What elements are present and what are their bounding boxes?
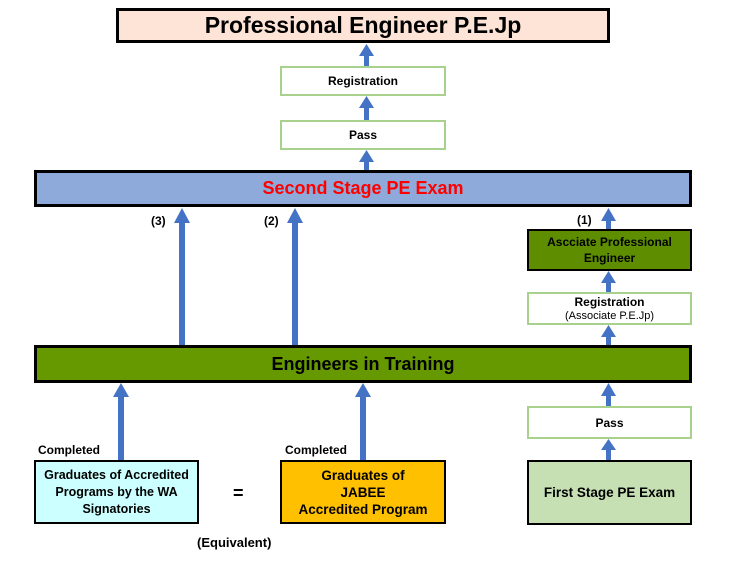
arrow-head: [359, 96, 374, 108]
wa-line3: Signatories: [82, 501, 151, 516]
registration-label: Registration: [327, 74, 398, 88]
completed-left-label: Completed: [38, 443, 101, 457]
first-stage-pass-box: Pass: [527, 406, 692, 439]
associate-registration-box: Registration (Associate P.E.Jp): [527, 292, 692, 325]
eit-label: Engineers in Training: [271, 353, 455, 374]
second-stage-label: Second Stage PE Exam: [262, 178, 464, 198]
arrow-head: [601, 439, 616, 450]
arrow-head: [359, 44, 374, 56]
arrow-head: [287, 208, 303, 223]
associate-title-line2: Engineer: [583, 251, 636, 265]
pass-label: Pass: [348, 128, 378, 142]
arrow-wa-to-eit: [118, 396, 124, 461]
associate-title-line1: Ascciate Professional: [547, 235, 672, 249]
associate-registration-sub: (Associate P.E.Jp): [564, 309, 655, 322]
equals-sign: =: [233, 483, 244, 503]
pass-box: Pass: [280, 120, 446, 150]
arrow-pass-to-eit: [606, 395, 611, 407]
arrow-head: [355, 383, 371, 397]
completed-mid-label: Completed: [285, 443, 348, 457]
title-box: Professional Engineer P.E.Jp: [116, 8, 610, 43]
path-3-label: (3): [151, 214, 166, 228]
arrow-head: [601, 383, 616, 396]
second-stage-exam-box: Second Stage PE Exam: [34, 170, 692, 207]
jabee-graduates-box: Graduates of JABEE Accredited Program: [280, 460, 446, 524]
arrow-head: [113, 383, 129, 397]
arrow-jabee-to-eit: [360, 396, 366, 461]
equivalent-label: (Equivalent): [197, 535, 272, 550]
arrow-path-2: [292, 222, 298, 346]
arrow-registration-to-title: [364, 56, 369, 66]
arrow-second-stage-to-pass: [364, 162, 369, 171]
arrow-first-stage-to-pass: [606, 449, 611, 461]
path-2-label: (2): [264, 214, 279, 228]
wa-line2: Programs by the WA: [55, 484, 178, 499]
arrow-pass-to-registration: [364, 108, 369, 120]
arrow-head: [601, 271, 616, 283]
wa-graduates-box: Graduates of Accredited Programs by the …: [34, 460, 199, 524]
arrow-head: [601, 208, 616, 221]
jabee-line3: Accredited Program: [298, 501, 428, 517]
arrow-head: [601, 325, 616, 337]
first-stage-label: First Stage PE Exam: [543, 485, 676, 500]
engineers-in-training-box: Engineers in Training: [34, 345, 692, 383]
arrow-head: [359, 150, 374, 162]
jabee-line1: Graduates of: [321, 467, 405, 483]
registration-box: Registration: [280, 66, 446, 96]
first-stage-pass-label: Pass: [595, 415, 624, 430]
arrow-path-3: [179, 222, 185, 346]
associate-registration-label: Registration: [574, 294, 645, 309]
associate-pe-box: Ascciate Professional Engineer: [527, 229, 692, 271]
wa-line1: Graduates of Accredited: [44, 467, 189, 482]
arrow-eit-to-associate-registration: [606, 336, 611, 346]
arrow-head: [174, 208, 190, 223]
title-text: Professional Engineer P.E.Jp: [204, 12, 522, 38]
path-1-label: (1): [577, 213, 592, 227]
jabee-line2: JABEE: [340, 484, 386, 500]
arrow-registration-to-associate: [606, 282, 611, 293]
first-stage-exam-box: First Stage PE Exam: [527, 460, 692, 525]
arrow-path-1: [606, 220, 611, 230]
